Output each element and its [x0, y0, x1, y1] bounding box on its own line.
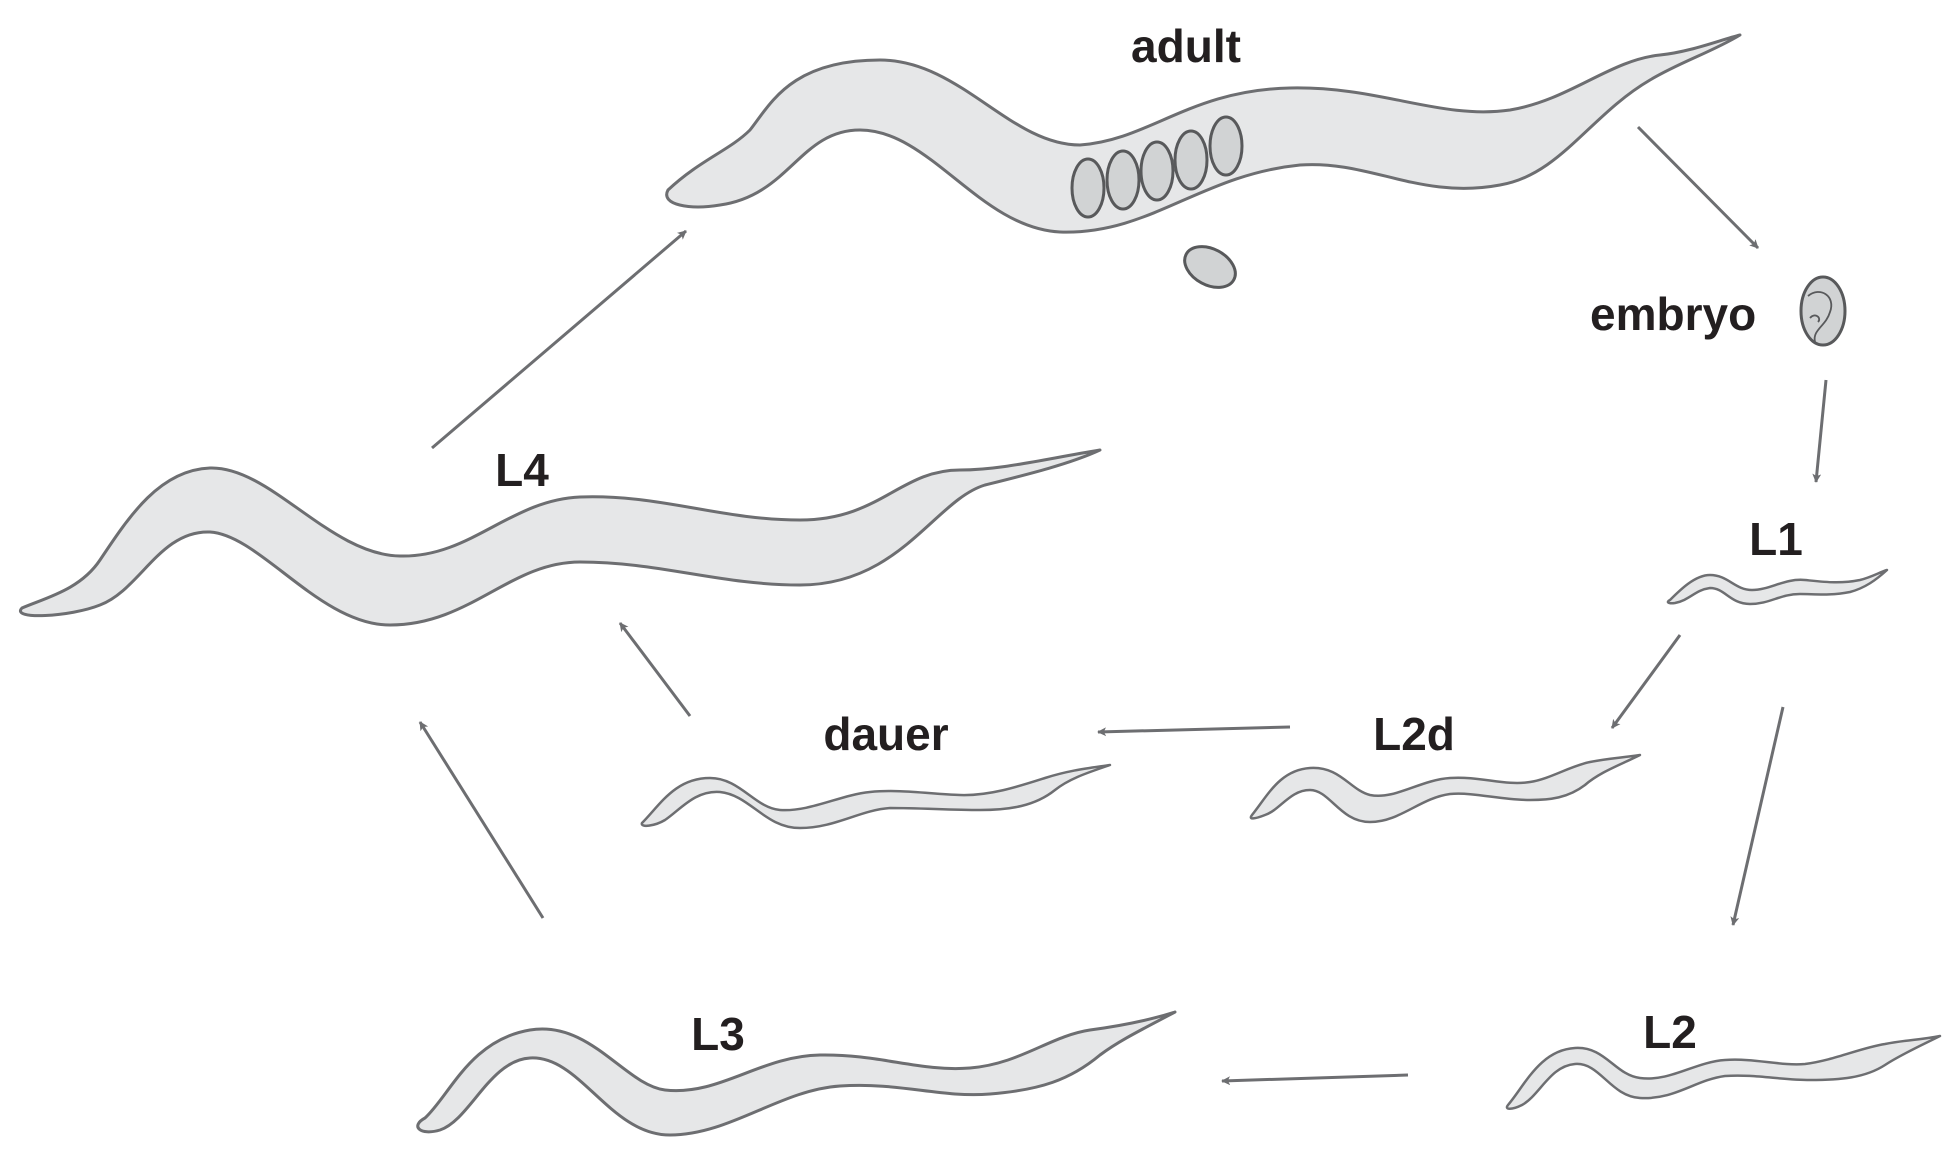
- adult-egg: [1139, 140, 1175, 202]
- dauer-worm: [640, 763, 1112, 830]
- l2-label: L2: [1643, 1006, 1697, 1058]
- arrow-embryo-to-l1: [1812, 379, 1828, 483]
- laid-egg: [1183, 245, 1237, 289]
- l3-label: L3: [691, 1008, 745, 1060]
- adult-egg: [1070, 157, 1106, 219]
- dauer-label: dauer: [823, 708, 948, 760]
- adult-worm: [665, 33, 1742, 289]
- l2d-worm: [1249, 753, 1642, 824]
- l3-worm: [416, 1010, 1177, 1137]
- adult-worm-body: [665, 33, 1742, 234]
- adult-egg: [1173, 129, 1209, 191]
- arrow-dauer-to-l4: [618, 622, 692, 717]
- adult-label: adult: [1131, 20, 1241, 72]
- arrow-l2-to-l3: [1221, 1073, 1409, 1086]
- embryo-egg: [1799, 275, 1847, 347]
- l2-worm: [1505, 1034, 1942, 1110]
- arrow-l4-to-adult: [431, 229, 687, 450]
- adult-egg: [1208, 115, 1244, 177]
- arrow-l2d-to-dauer: [1097, 725, 1291, 737]
- adult-egg: [1105, 149, 1141, 211]
- l1-worm: [1666, 568, 1889, 606]
- arrow-adult-to-embryo: [1636, 125, 1760, 250]
- l1-label: L1: [1749, 513, 1803, 565]
- l4-label: L4: [495, 444, 549, 496]
- l4-worm: [18, 448, 1102, 627]
- arrow-l3-to-l4: [418, 721, 545, 919]
- l2d-label: L2d: [1373, 708, 1455, 760]
- embryo-label: embryo: [1590, 288, 1756, 340]
- arrow-l1-to-l2: [1730, 706, 1785, 926]
- arrow-l1-to-l2d: [1610, 634, 1682, 729]
